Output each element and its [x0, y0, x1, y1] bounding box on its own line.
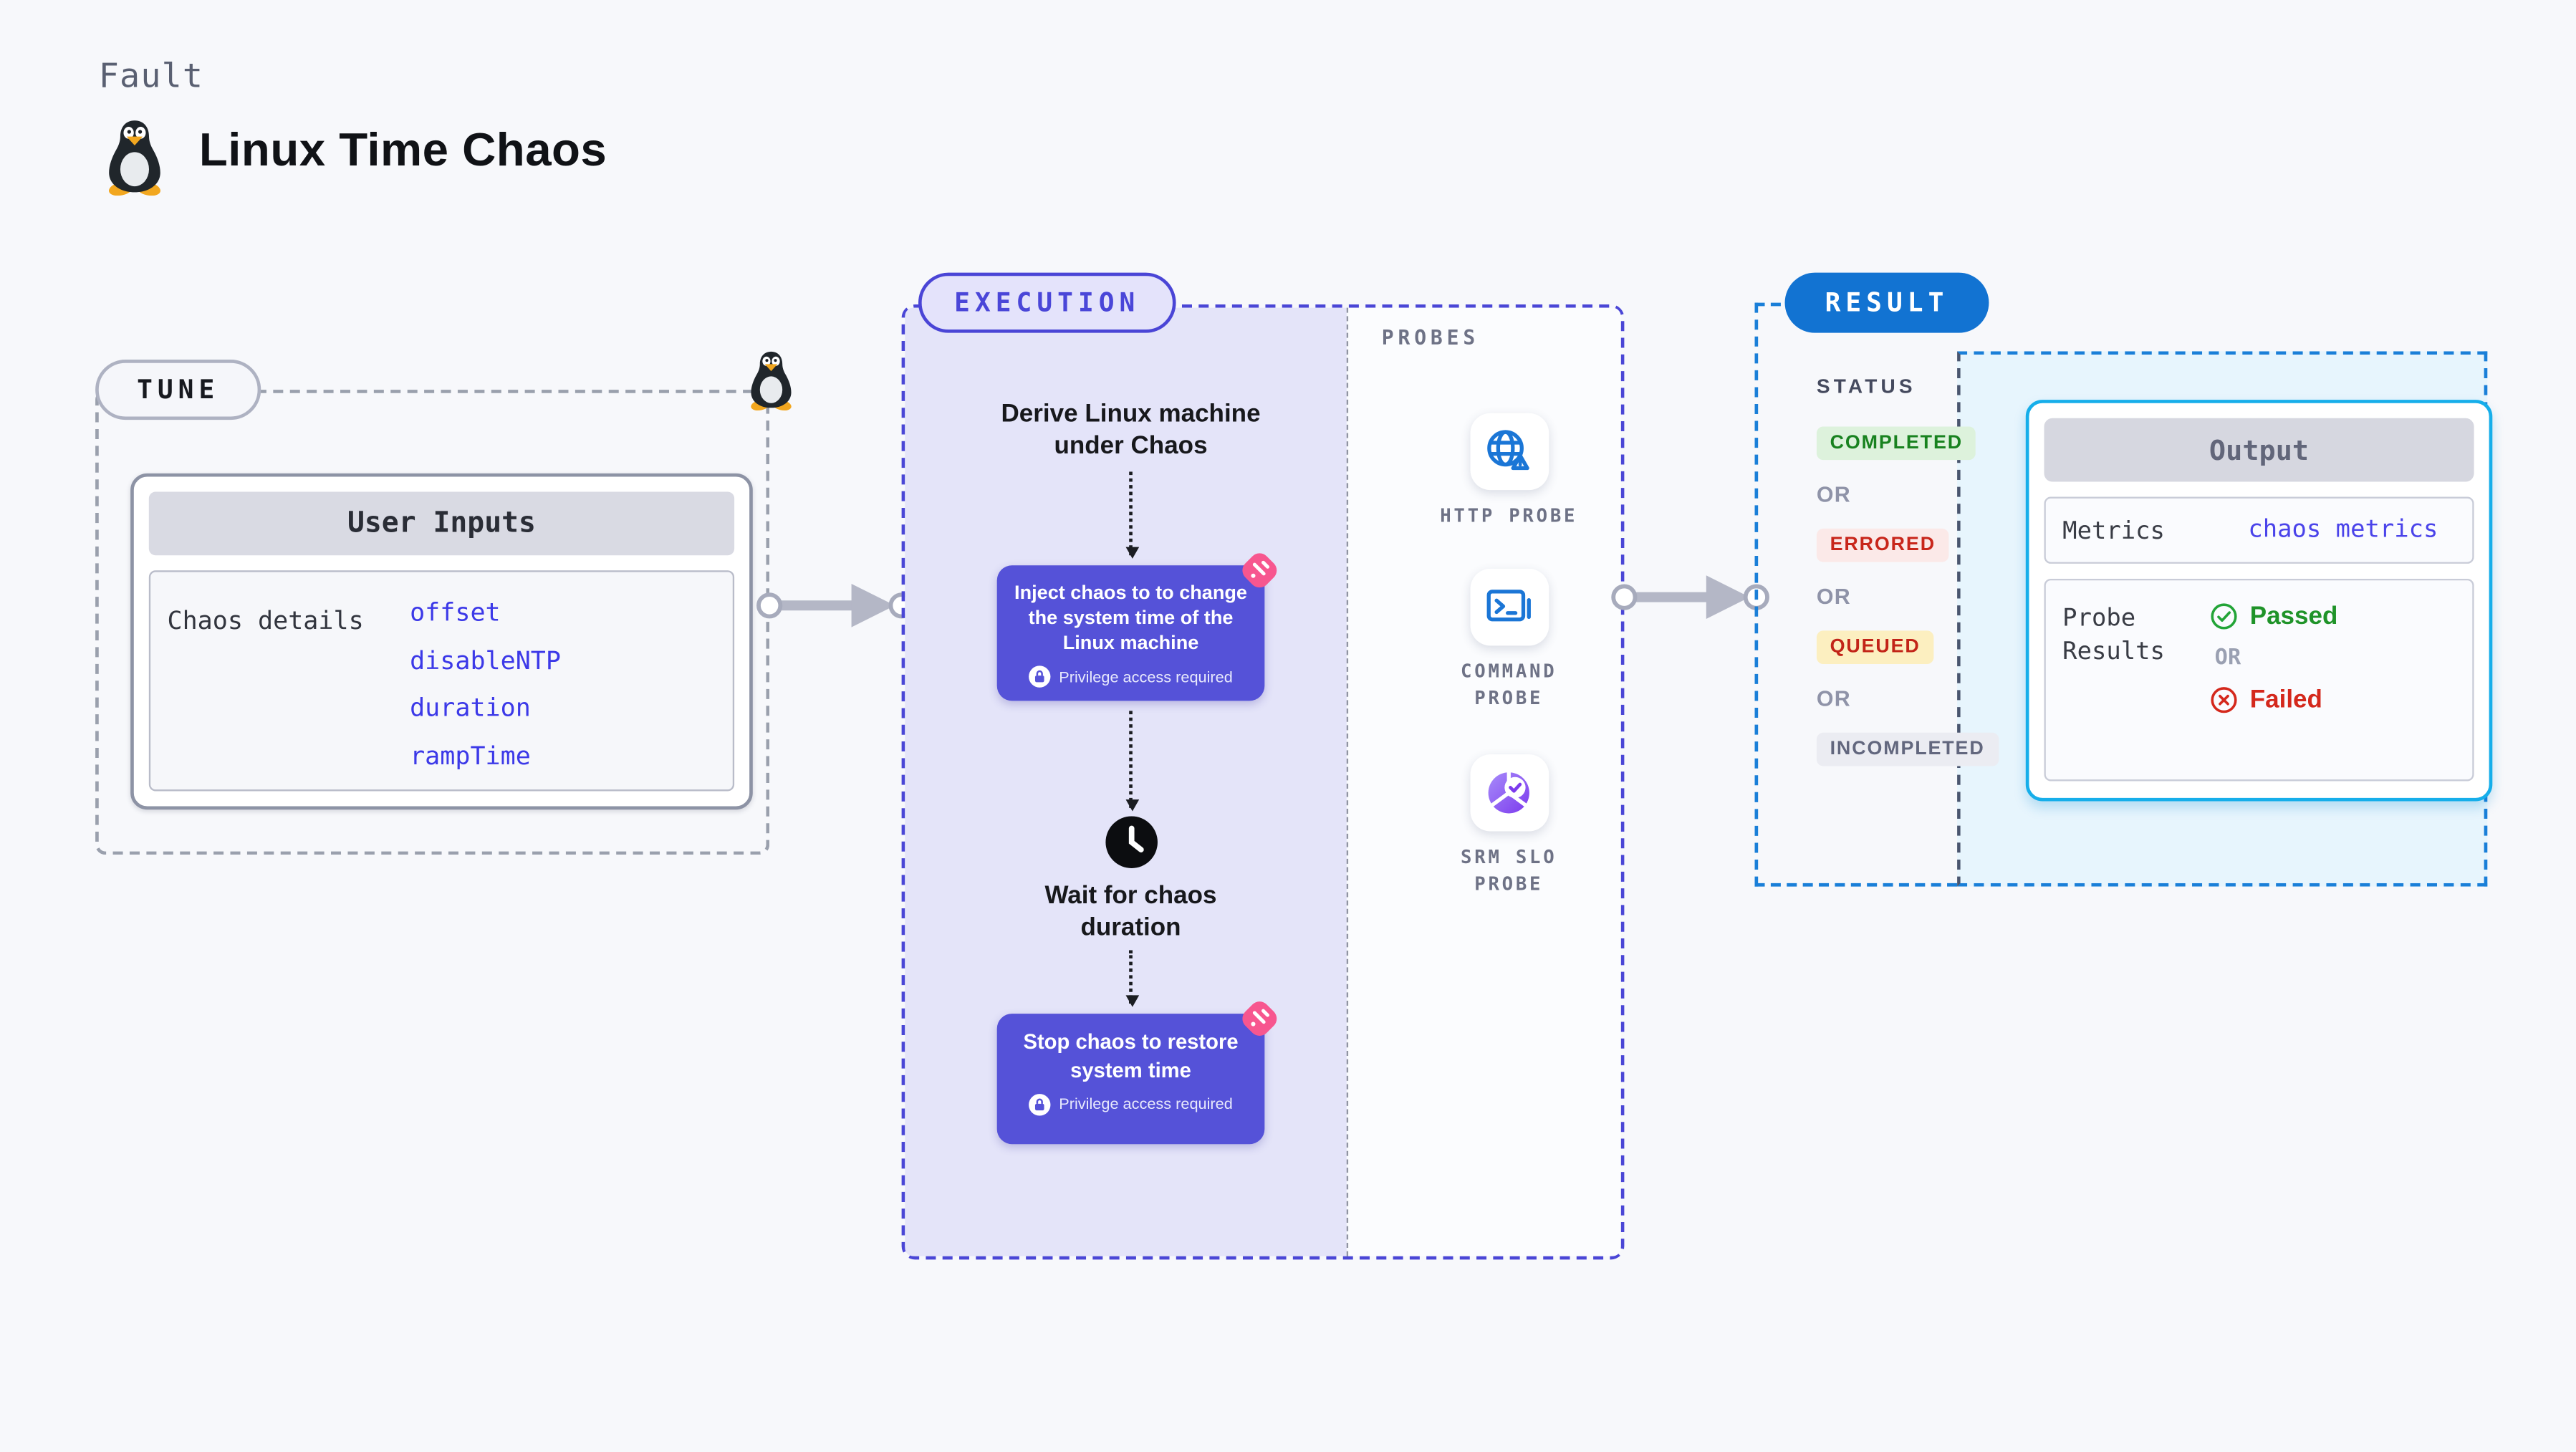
chaos-flask-icon [1238, 549, 1282, 592]
probes-divider [1346, 307, 1349, 1256]
command-probe-card [1469, 568, 1549, 646]
lock-icon [1029, 1093, 1051, 1116]
privilege-note: Privilege access required [1009, 1093, 1253, 1116]
globe-alert-icon [1487, 430, 1529, 471]
execution-flow: Derive Linux machine under Chaos Inject … [915, 304, 1346, 1259]
user-inputs-body: Chaos details offset disableNTP duration… [148, 570, 735, 792]
flow-arrow-down-icon [1125, 951, 1138, 1008]
status-badge-errored: ERRORED [1816, 528, 1949, 562]
stop-chaos-step: Stop chaos to restore system time Privil… [996, 1014, 1265, 1145]
srm-slo-probe-card [1469, 754, 1549, 832]
failed-row: Failed [2210, 686, 2322, 714]
link-offset[interactable]: offset [410, 597, 501, 628]
slo-pie-icon [1488, 771, 1529, 814]
linux-tux-icon [99, 117, 170, 196]
lock-icon [1029, 666, 1051, 688]
status-badge-completed: COMPLETED [1816, 426, 1976, 461]
result-badge: RESULT [1784, 272, 1989, 333]
or-separator: OR [1816, 686, 1851, 711]
status-list: COMPLETED OR ERRORED OR QUEUED OR INCOMP… [1816, 426, 1999, 766]
chaos-details-label: Chaos details [167, 605, 364, 636]
terminal-icon [1486, 590, 1531, 622]
output-card: Output Metrics chaos metrics Probe Resul… [2025, 400, 2493, 802]
status-badge-queued: QUEUED [1816, 630, 1934, 665]
link-duration[interactable]: duration [410, 693, 531, 723]
check-circle-icon [2211, 603, 2237, 630]
status-badge-incompleted: INCOMPLETED [1816, 732, 1999, 766]
output-title: Output [2044, 418, 2474, 482]
user-inputs-title: User Inputs [148, 491, 735, 556]
passed-row: Passed [2210, 602, 2338, 631]
http-probe-card [1469, 413, 1549, 491]
inject-chaos-step: Inject chaos to to change the system tim… [996, 565, 1265, 702]
execution-to-result-arrow [1611, 575, 1769, 619]
or-separator: OR [1816, 481, 1851, 507]
probe-label: COMMAND PROBE [1461, 660, 1557, 709]
x-circle-icon [2211, 687, 2237, 713]
probe-label: SRM SLO PROBE [1461, 846, 1557, 895]
wait-step-text: Wait for chaos duration [1044, 882, 1217, 943]
probe-label: HTTP PROBE [1440, 505, 1578, 527]
inject-chaos-text: Inject chaos to to change the system tim… [1014, 582, 1247, 655]
flow-arrow-down-icon [1125, 711, 1138, 812]
privilege-note: Privilege access required [1009, 666, 1253, 688]
link-ramptime[interactable]: rampTime [410, 740, 531, 771]
chaos-flask-icon [1238, 998, 1282, 1042]
privilege-note-text: Privilege access required [1059, 1096, 1233, 1113]
linux-tux-small-icon [744, 348, 798, 412]
probe-item-http: HTTP PROBE [1417, 413, 1601, 530]
probe-results-values: Passed OR Failed [2210, 602, 2338, 714]
or-separator: OR [2214, 645, 2241, 671]
probes-heading: PROBES [1381, 326, 1480, 350]
stop-chaos-text: Stop chaos to restore system time [1023, 1031, 1239, 1082]
status-heading: STATUS [1816, 375, 1916, 398]
link-disablentp[interactable]: disableNTP [410, 645, 561, 675]
tune-section-box [95, 390, 770, 855]
page-title: Linux Time Chaos [198, 123, 607, 176]
derive-step-text: Derive Linux machine under Chaos [1001, 400, 1261, 461]
execution-badge: EXECUTION [918, 272, 1176, 333]
chaos-metrics-link[interactable]: chaos metrics [2248, 516, 2438, 544]
metrics-row: Metrics chaos metrics [2044, 496, 2474, 564]
passed-label: Passed [2249, 602, 2338, 631]
probe-item-srm-slo: SRM SLO PROBE [1417, 754, 1601, 898]
probe-results-label: Probe Results [2062, 605, 2165, 665]
fault-eyebrow: Fault [98, 55, 204, 96]
tune-to-execution-arrow [756, 583, 915, 628]
failed-label: Failed [2249, 686, 2322, 715]
or-separator: OR [1816, 583, 1851, 609]
metrics-label: Metrics [2062, 518, 2165, 546]
flow-arrow-down-icon [1125, 471, 1138, 559]
probe-results-row: Probe Results Passed OR Failed [2044, 578, 2474, 782]
probe-item-command: COMMAND PROBE [1417, 568, 1601, 713]
user-inputs-card: User Inputs Chaos details offset disable… [130, 473, 753, 810]
privilege-note-text: Privilege access required [1059, 668, 1233, 686]
clock-icon [1105, 817, 1157, 869]
tune-badge: TUNE [95, 360, 261, 420]
tunable-links-list: offset disableNTP duration rampTime [410, 589, 561, 779]
